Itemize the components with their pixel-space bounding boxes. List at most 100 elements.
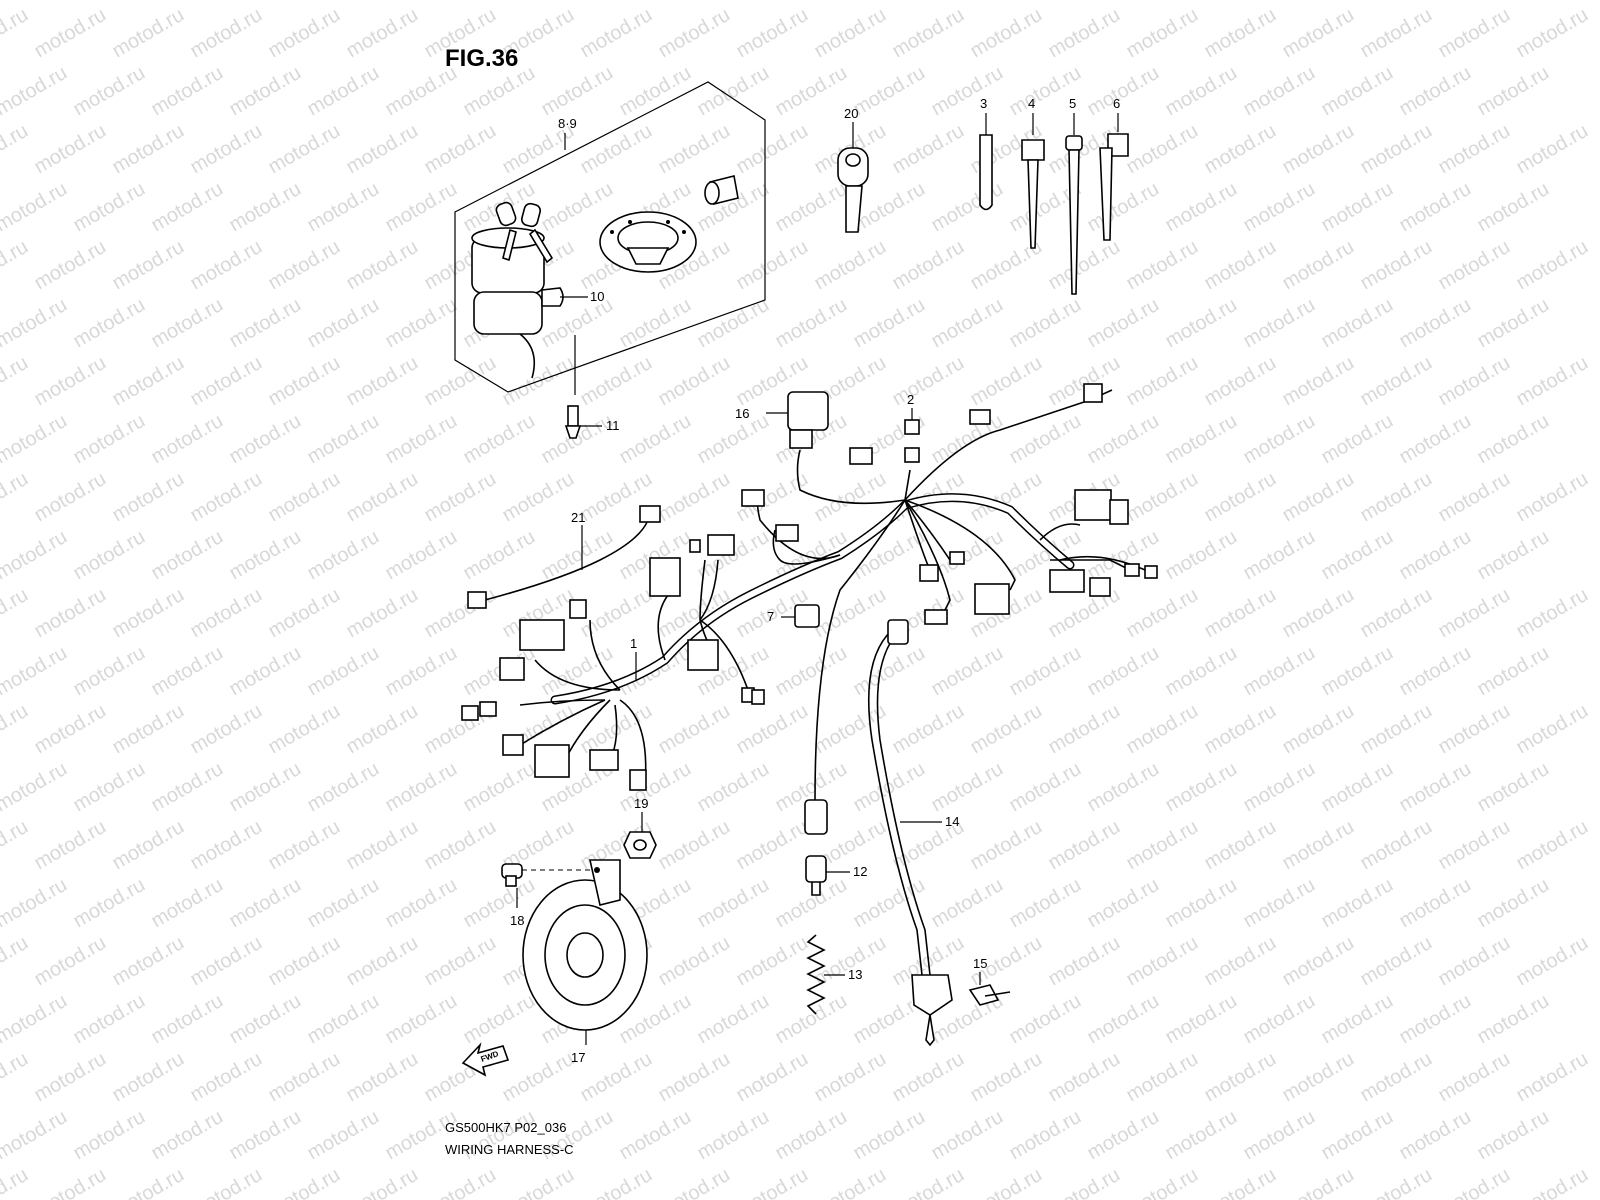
watermark-text: motod.ru [109, 352, 188, 411]
watermark-text: motod.ru [1006, 410, 1085, 469]
watermark-text: motod.ru [1201, 236, 1280, 295]
watermark-text: motod.ru [0, 468, 32, 527]
watermark-text: motod.ru [1006, 1106, 1085, 1165]
watermark-text: motod.ru [1162, 642, 1241, 701]
watermark-text: motod.ru [1435, 120, 1514, 179]
watermark-text: motod.ru [1357, 120, 1436, 179]
bolt-15 [968, 972, 1011, 1006]
ignition-lock-set [454, 81, 766, 395]
watermark-text: motod.ru [1279, 468, 1358, 527]
watermark-text: motod.ru [187, 120, 266, 179]
watermark-text: motod.ru [0, 1164, 32, 1200]
watermark-text: motod.ru [772, 294, 851, 353]
watermark-text: motod.ru [577, 584, 656, 643]
watermark-text: motod.ru [265, 4, 344, 63]
watermark-text: motod.ru [1279, 4, 1358, 63]
watermark-text: motod.ru [1474, 62, 1553, 121]
watermark-text: motod.ru [187, 1164, 266, 1200]
watermark-text: motod.ru [382, 410, 461, 469]
watermark-text: motod.ru [928, 410, 1007, 469]
watermark-text: motod.ru [148, 642, 227, 701]
watermark-text: motod.ru [1006, 990, 1085, 1049]
watermark-text: motod.ru [31, 1164, 110, 1200]
watermark-text: motod.ru [304, 526, 383, 585]
watermark-text: motod.ru [382, 178, 461, 237]
watermark-text: motod.ru [31, 584, 110, 643]
callout-14: 14 [945, 814, 959, 829]
watermark-text: motod.ru [31, 352, 110, 411]
watermark-text: motod.ru [928, 642, 1007, 701]
watermark-text: motod.ru [499, 1048, 578, 1107]
watermark-text: motod.ru [304, 1106, 383, 1165]
watermark-text: motod.ru [1357, 584, 1436, 643]
watermark-text: motod.ru [1123, 584, 1202, 643]
spring-13 [806, 934, 845, 1015]
cable-tie-5 [1065, 113, 1083, 295]
watermark-text: motod.ru [733, 700, 812, 759]
watermark-text: motod.ru [655, 932, 734, 991]
watermark-text: motod.ru [187, 584, 266, 643]
watermark-text: motod.ru [1396, 758, 1475, 817]
watermark-text: motod.ru [1318, 410, 1397, 469]
watermark-text: motod.ru [1162, 526, 1241, 585]
watermark-text: motod.ru [733, 816, 812, 875]
watermark-text: motod.ru [1474, 990, 1553, 1049]
watermark-text: motod.ru [148, 990, 227, 1049]
watermark-text: motod.ru [1123, 932, 1202, 991]
watermark-text: motod.ru [1123, 1048, 1202, 1107]
watermark-text: motod.ru [1318, 642, 1397, 701]
watermark-text: motod.ru [1318, 0, 1397, 4]
watermark-text: motod.ru [577, 352, 656, 411]
watermark-text: motod.ru [148, 178, 227, 237]
watermark-text: motod.ru [109, 1048, 188, 1107]
watermark-text: motod.ru [304, 0, 383, 4]
watermark-text: motod.ru [811, 468, 890, 527]
watermark-text: motod.ru [109, 932, 188, 991]
watermark-text: motod.ru [226, 526, 305, 585]
callout-20: 20 [844, 106, 858, 121]
watermark-text: motod.ru [1435, 700, 1514, 759]
watermark-text: motod.ru [1513, 236, 1592, 295]
callout-17: 17 [571, 1050, 585, 1065]
watermark-text: motod.ru [1201, 4, 1280, 63]
watermark-text: motod.ru [421, 816, 500, 875]
watermark-text: motod.ru [1279, 932, 1358, 991]
watermark-text: motod.ru [109, 4, 188, 63]
watermark-text: motod.ru [460, 758, 539, 817]
watermark-text: motod.ru [265, 468, 344, 527]
watermark-text: motod.ru [382, 294, 461, 353]
watermark-text: motod.ru [382, 642, 461, 701]
watermark-text: motod.ru [421, 352, 500, 411]
watermark-text: motod.ru [109, 468, 188, 527]
watermark-text: motod.ru [850, 642, 929, 701]
watermark-text: motod.ru [1513, 1164, 1592, 1200]
watermark-text: motod.ru [1006, 62, 1085, 121]
watermark-text: motod.ru [1474, 874, 1553, 933]
watermark-text: motod.ru [0, 1106, 71, 1165]
watermark-text: motod.ru [304, 642, 383, 701]
watermark-text: motod.ru [1513, 700, 1592, 759]
watermark-text: motod.ru [1123, 4, 1202, 63]
watermark-text: motod.ru [31, 932, 110, 991]
clamp-7 [781, 604, 820, 628]
watermark-text: motod.ru [0, 816, 32, 875]
watermark-text: motod.ru [1123, 1164, 1202, 1200]
watermark-text: motod.ru [1318, 990, 1397, 1049]
watermark-text: motod.ru [1084, 62, 1163, 121]
watermark-text: motod.ru [733, 120, 812, 179]
watermark-text: motod.ru [850, 294, 929, 353]
watermark-text: motod.ru [1513, 932, 1592, 991]
watermark-text: motod.ru [811, 1164, 890, 1200]
watermark-text: motod.ru [343, 932, 422, 991]
watermark-text: motod.ru [1084, 874, 1163, 933]
watermark-text: motod.ru [0, 0, 71, 4]
watermark-text: motod.ru [1357, 236, 1436, 295]
watermark-text: motod.ru [1396, 874, 1475, 933]
watermark-text: motod.ru [1279, 1164, 1358, 1200]
watermark-text: motod.ru [1045, 1048, 1124, 1107]
watermark-text: motod.ru [343, 468, 422, 527]
watermark-text: motod.ru [343, 1048, 422, 1107]
relay-16 [787, 391, 829, 431]
watermark-text: motod.ru [616, 758, 695, 817]
